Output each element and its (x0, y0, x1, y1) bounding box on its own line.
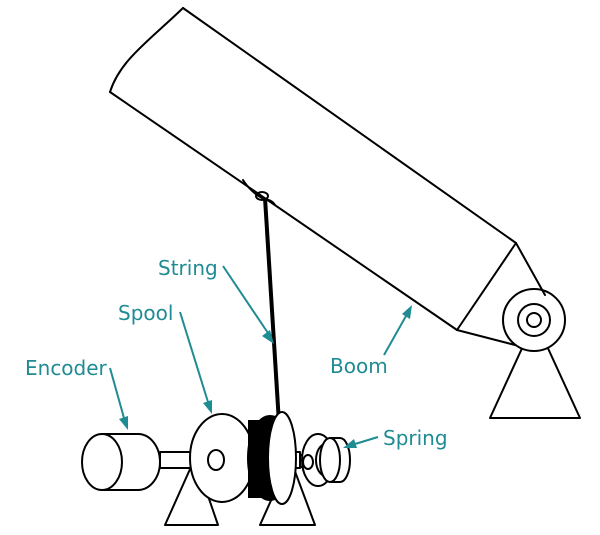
label-spool: Spool (118, 301, 173, 325)
arrow-spool (179, 311, 212, 414)
encoder (81, 433, 161, 491)
boom-end-face-edge (456, 242, 517, 331)
boom-bottom-edge (109, 91, 458, 331)
string-attachment-eye (255, 191, 269, 201)
boom-end-top-bevel (515, 242, 546, 296)
spring-face (319, 437, 341, 483)
arrow-spring (343, 436, 379, 448)
arrow-string (222, 265, 274, 344)
spring-shaft-end (302, 454, 314, 470)
pivot-inner-circle (517, 303, 551, 337)
label-spring: Spring (383, 426, 448, 450)
label-boom: Boom (330, 354, 388, 378)
string-attachment-bracket (242, 179, 276, 206)
label-string: String (158, 256, 218, 280)
spool-hub (207, 449, 225, 471)
spool-winding-side (248, 420, 270, 498)
boom (109, 7, 546, 346)
label-encoder: Encoder (25, 356, 108, 380)
pivot-pin (526, 312, 542, 328)
spool (189, 411, 297, 505)
encoder-face (81, 433, 123, 491)
boom-top-edge (182, 7, 517, 244)
arrow-boom (383, 305, 412, 356)
spool-right-flange (267, 411, 297, 505)
arrow-encoder (109, 367, 128, 430)
string-line (263, 197, 283, 456)
spring (301, 433, 351, 487)
boom-end-bottom-bevel (456, 329, 516, 346)
string (263, 197, 283, 456)
boom-top-break-edge (109, 7, 184, 93)
boom-pivot (489, 288, 581, 419)
pivot-support-triangle (489, 319, 581, 419)
